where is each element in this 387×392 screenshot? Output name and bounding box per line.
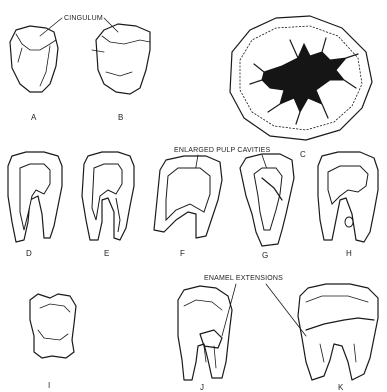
cingulum-leader-left — [40, 18, 62, 36]
tooth-b — [92, 24, 150, 94]
tooth-j — [178, 286, 232, 380]
label-e: E — [104, 249, 109, 258]
enamel-extensions-callout: ENAMEL EXTENSIONS — [204, 275, 283, 282]
label-b: B — [118, 113, 123, 122]
tooth-h — [318, 152, 378, 242]
label-j: J — [200, 383, 204, 392]
tooth-d — [8, 152, 62, 242]
enlarged-pulp-callout: ENLARGED PULP CAVITIES — [174, 147, 270, 154]
tooth-a — [10, 26, 58, 92]
label-a: A — [31, 113, 37, 122]
label-h: H — [346, 249, 352, 258]
label-c: C — [300, 150, 306, 159]
tooth-c-occlusal — [230, 16, 372, 140]
cingulum-callout: CINGULUM — [64, 15, 103, 22]
tooth-g — [240, 154, 294, 246]
label-g: G — [262, 251, 268, 260]
enamel-leader-j — [222, 284, 236, 336]
label-i: I — [48, 381, 50, 390]
label-d: D — [26, 249, 32, 258]
tooth-k — [298, 284, 378, 380]
tooth-i — [30, 294, 76, 358]
label-k: K — [338, 383, 344, 392]
tooth-e — [82, 152, 134, 240]
label-f: F — [180, 249, 185, 258]
tooth-f — [154, 156, 222, 238]
